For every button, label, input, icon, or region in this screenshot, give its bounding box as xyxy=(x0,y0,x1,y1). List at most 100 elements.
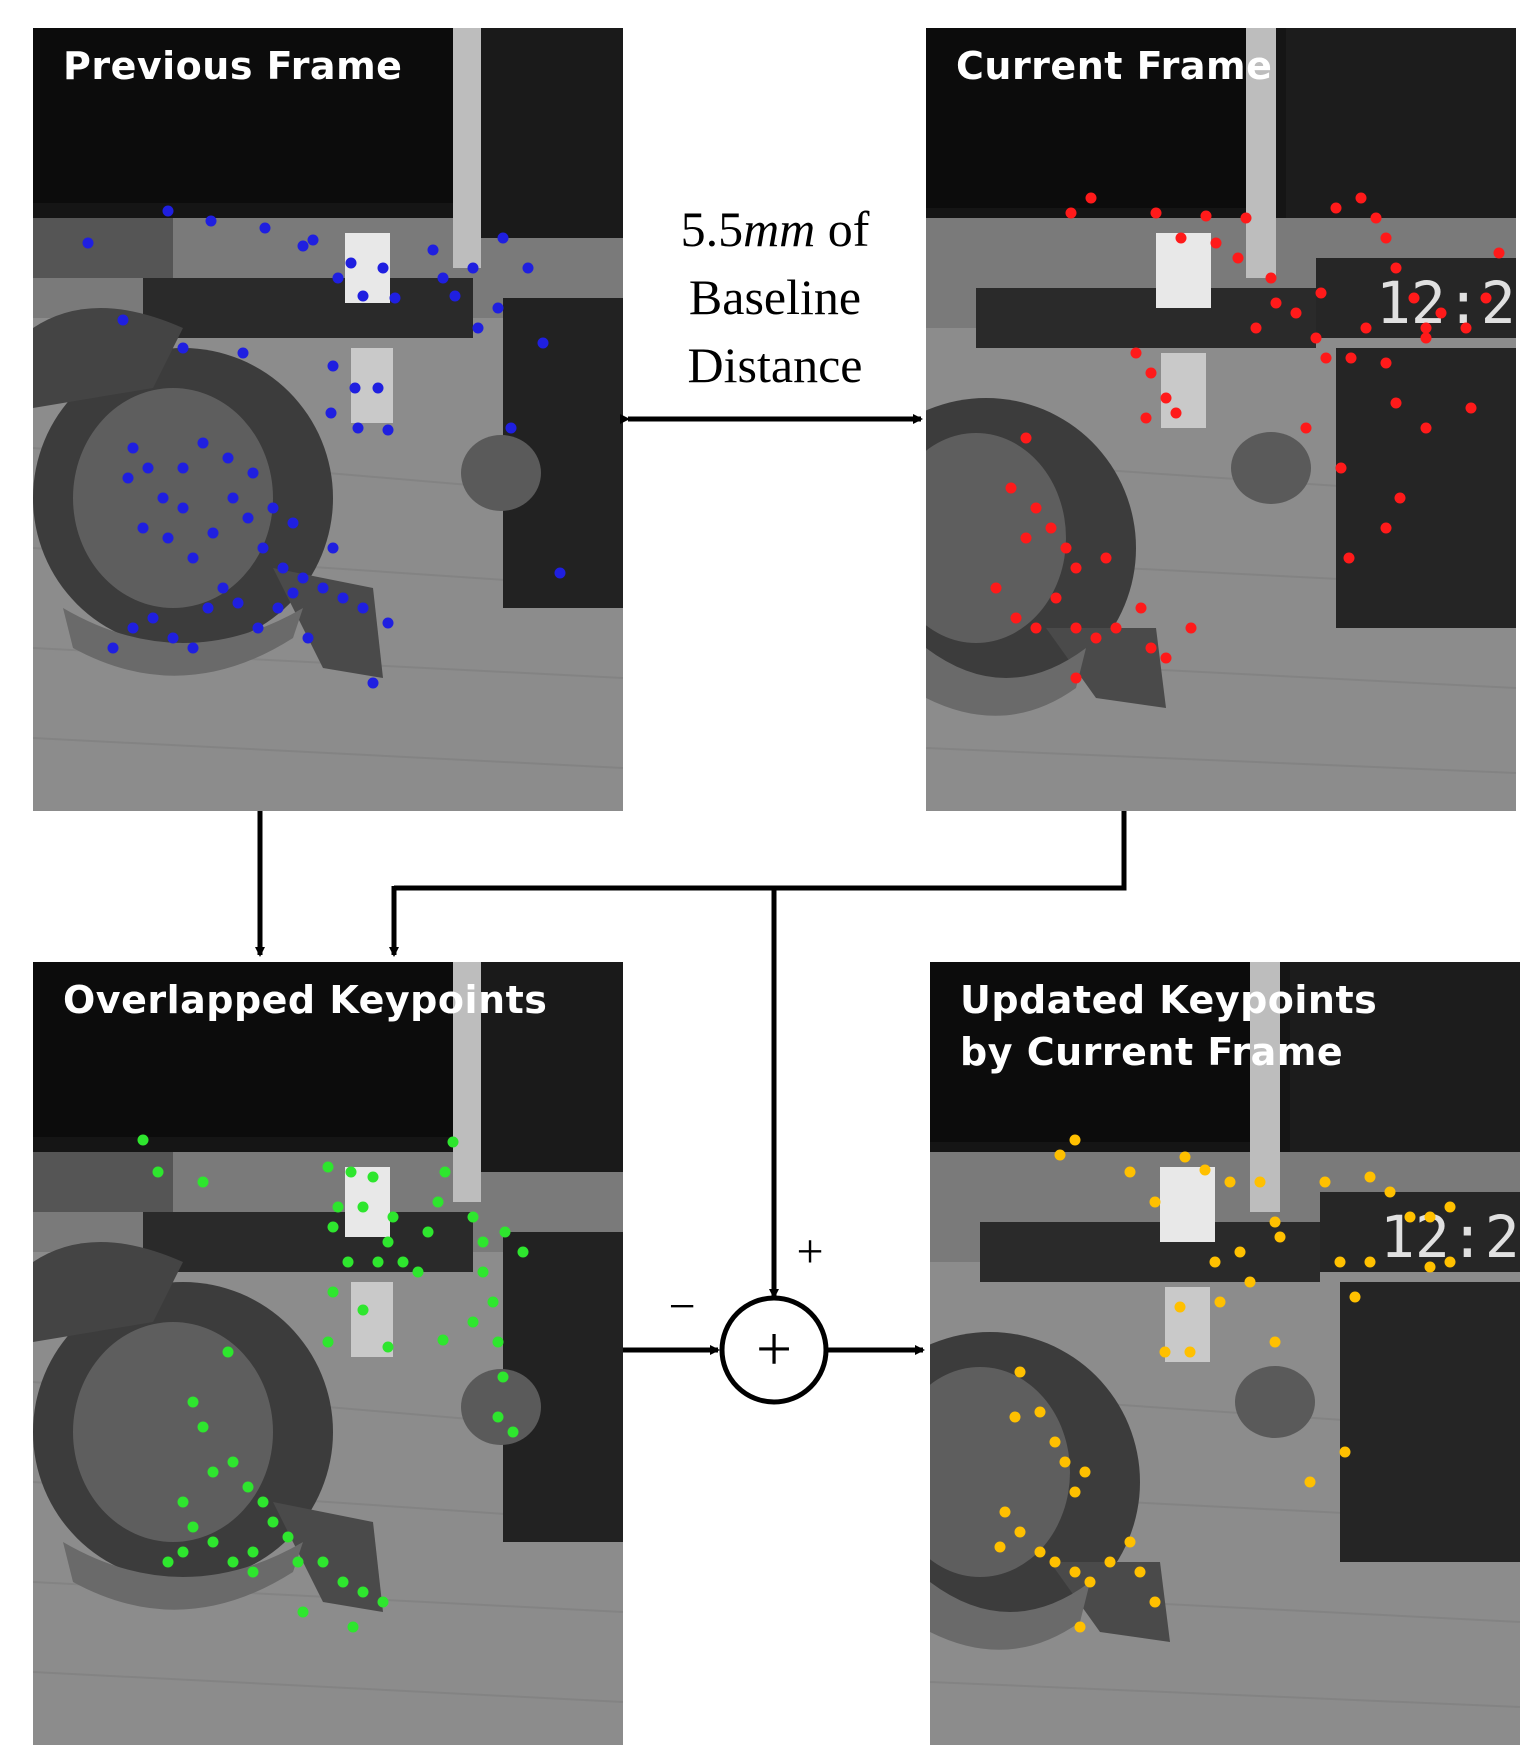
keypoint-dot xyxy=(1104,1556,1116,1568)
keypoint-dot xyxy=(259,222,271,234)
keypoint-dot xyxy=(1460,322,1472,334)
keypoint-dot xyxy=(1170,407,1182,419)
keypoint-dot xyxy=(1124,1166,1136,1178)
keypoint-dot xyxy=(1320,352,1332,364)
keypoint-dot xyxy=(317,1556,329,1568)
keypoint-dot xyxy=(1014,1366,1026,1378)
keypoint-dot xyxy=(207,1466,219,1478)
minus-sign-label: − xyxy=(668,1280,695,1333)
keypoint-dot xyxy=(1090,632,1102,644)
keypoint-dot xyxy=(382,617,394,629)
keypoint-dot xyxy=(177,1496,189,1508)
previous-frame-title: Previous Frame xyxy=(63,44,403,88)
keypoint-dot xyxy=(357,602,369,614)
keypoint-dot xyxy=(187,552,199,564)
keypoint-dot xyxy=(994,1541,1006,1553)
keypoint-dot xyxy=(1185,622,1197,634)
keypoint-dot xyxy=(367,677,379,689)
keypoint-dot xyxy=(1349,1291,1361,1303)
current-frame-panel: Current Frame xyxy=(926,28,1516,811)
keypoint-dot xyxy=(372,382,384,394)
keypoint-dot xyxy=(332,272,344,284)
keypoint-dot xyxy=(1150,207,1162,219)
baseline-distance-label: 5.5mm of Baseline Distance xyxy=(640,195,910,399)
keypoint-dot xyxy=(1240,212,1252,224)
keypoint-dot xyxy=(322,1161,334,1173)
keypoint-dot xyxy=(367,1171,379,1183)
keypoint-dot xyxy=(1300,422,1312,434)
keypoint-dot xyxy=(162,205,174,217)
keypoint-dot xyxy=(202,602,214,614)
keypoint-dot xyxy=(162,532,174,544)
keypoint-dot xyxy=(1145,642,1157,654)
keypoint-dot xyxy=(337,1576,349,1588)
keypoint-dot xyxy=(1045,522,1057,534)
keypoint-dot xyxy=(287,517,299,529)
keypoint-dot xyxy=(1020,432,1032,444)
keypoint-dot xyxy=(82,237,94,249)
keypoint-dot xyxy=(122,472,134,484)
keypoint-dot xyxy=(477,1236,489,1248)
previous-frame-panel: Previous Frame xyxy=(33,28,623,811)
keypoint-dot xyxy=(345,257,357,269)
keypoint-dot xyxy=(1049,1556,1061,1568)
keypoint-dot xyxy=(1074,1621,1086,1633)
keypoint-dot xyxy=(377,262,389,274)
keypoint-dot xyxy=(1034,1406,1046,1418)
keypoint-dot xyxy=(1380,522,1392,534)
connector-current-frame xyxy=(394,811,1127,891)
keypoint-dot xyxy=(397,1256,409,1268)
keypoint-dot xyxy=(1070,562,1082,574)
keypoint-dot xyxy=(1244,1276,1256,1288)
keypoint-dot xyxy=(297,572,309,584)
keypoint-dot xyxy=(242,1481,254,1493)
keypoint-dot xyxy=(207,527,219,539)
keypoint-dot xyxy=(382,1236,394,1248)
keypoint-dot xyxy=(1435,307,1447,319)
keypoint-dot xyxy=(287,587,299,599)
keypoint-dot xyxy=(337,592,349,604)
keypoint-dot xyxy=(217,582,229,594)
keypoint-dot xyxy=(247,1546,259,1558)
keypoint-dot xyxy=(1380,357,1392,369)
keypoint-dot xyxy=(387,1211,399,1223)
keypoint-dot xyxy=(1310,332,1322,344)
keypoint-dot xyxy=(352,422,364,434)
overlapped-keypoints-title: Overlapped Keypoints xyxy=(63,978,548,1022)
keypoint-dot xyxy=(1145,367,1157,379)
baseline-line2: Baseline xyxy=(688,269,862,325)
keypoint-dot xyxy=(197,1421,209,1433)
keypoint-dot xyxy=(1149,1596,1161,1608)
summing-junction xyxy=(719,1295,829,1405)
keypoint-dot xyxy=(142,462,154,474)
keypoint-dot xyxy=(1199,1164,1211,1176)
keypoint-dot xyxy=(1069,1134,1081,1146)
keypoint-dot xyxy=(187,1521,199,1533)
updated-keypoints-title: Updated Keypoints by Current Frame xyxy=(960,978,1378,1074)
keypoint-dot xyxy=(1069,1566,1081,1578)
keypoint-dot xyxy=(1444,1201,1456,1213)
keypoint-dot xyxy=(422,1226,434,1238)
keypoint-dot xyxy=(1424,1211,1436,1223)
keypoint-dot xyxy=(1210,237,1222,249)
keypoint-dot xyxy=(127,442,139,454)
keypoint-dot xyxy=(467,1211,479,1223)
keypoint-dot xyxy=(492,1411,504,1423)
keypoint-dot xyxy=(372,1256,384,1268)
keypoint-dot xyxy=(127,622,139,634)
keypoint-dot xyxy=(1274,1231,1286,1243)
keypoint-dot xyxy=(1465,402,1477,414)
keypoint-dot xyxy=(1343,552,1355,564)
keypoint-dot xyxy=(377,1596,389,1608)
baseline-unit: mm xyxy=(743,201,816,257)
updated-keypoints-image xyxy=(930,962,1520,1745)
keypoint-dot xyxy=(1209,1256,1221,1268)
keypoint-dot xyxy=(1404,1211,1416,1223)
keypoint-dot xyxy=(227,1556,239,1568)
keypoint-dot xyxy=(472,322,484,334)
keypoint-dot xyxy=(1224,1176,1236,1188)
keypoint-dot xyxy=(1380,232,1392,244)
keypoint-dot xyxy=(167,632,179,644)
keypoint-dot xyxy=(1175,232,1187,244)
